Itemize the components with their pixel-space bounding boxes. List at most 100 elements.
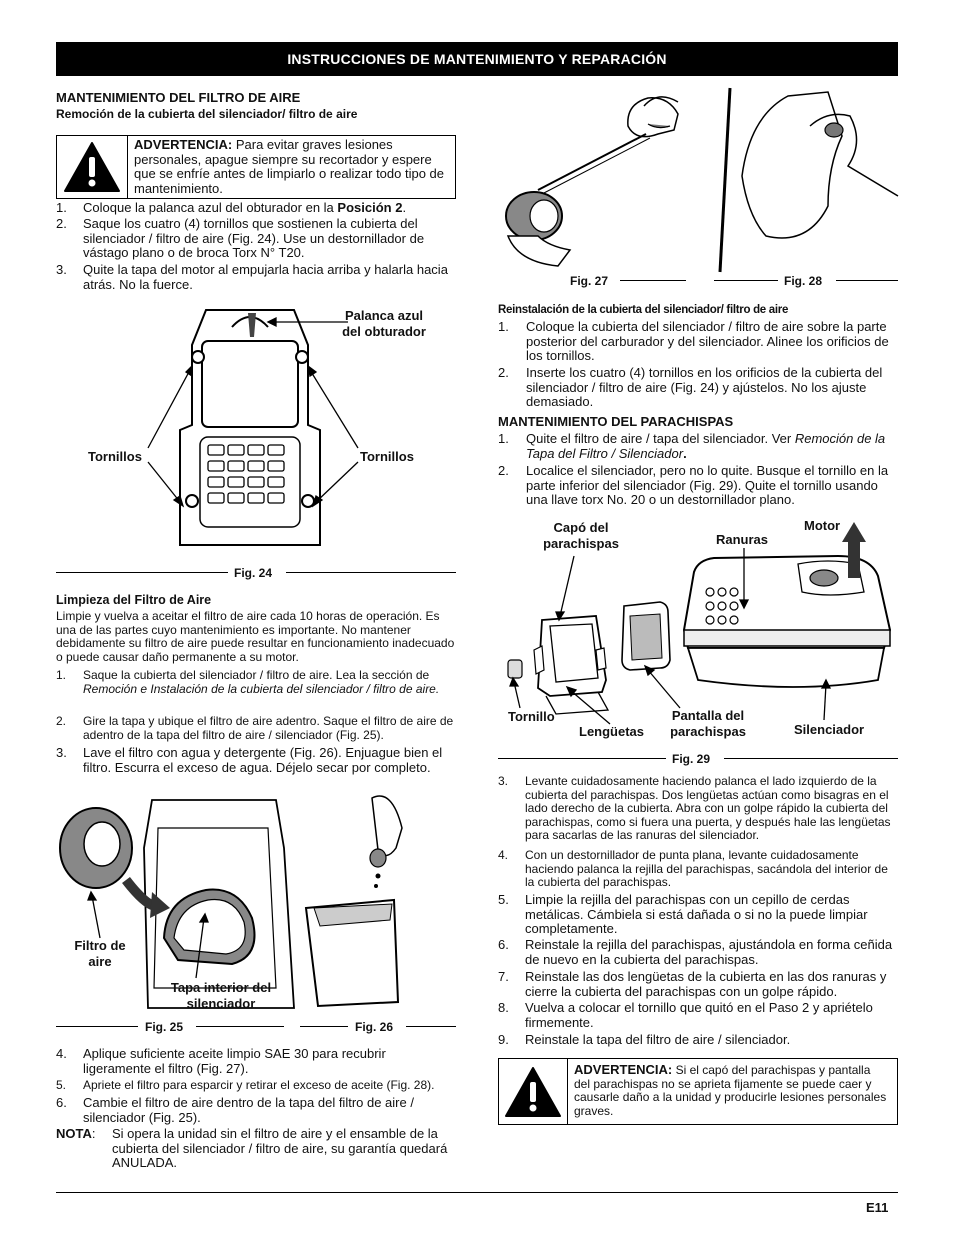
list-text: Reinstale la tapa del filtro de aire / s… [525, 1032, 791, 1047]
list-text: Coloque la palanca azul del obturador en… [83, 200, 407, 215]
fig24-leader-lines [147, 316, 359, 508]
page-header: INSTRUCCIONES DE MANTENIMIENTO Y REPARAC… [56, 42, 898, 76]
caption-rule [406, 1026, 456, 1027]
list-item: 2. Inserte los cuatro (4) tornillos en l… [498, 365, 898, 410]
list-item: 3. Levante cuidadosamente haciendo palan… [498, 774, 898, 843]
fig25-caption: Fig. 25 [145, 1020, 184, 1034]
list-text: Con un destornillador de punta plana, le… [525, 848, 888, 889]
caption-rule [620, 280, 686, 281]
note-text: Si opera la unidad sin el filtro de aire… [112, 1126, 448, 1170]
list-item: 7. Reinstale las dos lengüetas de la cub… [498, 969, 898, 999]
fig24-label-screws-right: Tornillos [360, 449, 414, 464]
warning-icon [57, 136, 128, 198]
caption-rule [836, 280, 898, 281]
fig27-28-illustration [505, 87, 899, 273]
list-number: 8. [498, 1000, 509, 1015]
list-item: 4. Aplique suficiente aceite limpio SAE … [56, 1046, 456, 1076]
fig24-label-screws-left: Tornillos [88, 449, 142, 464]
list-number: 1. [56, 668, 67, 682]
list-text: Lave el filtro con agua y detergente (Fi… [83, 745, 443, 775]
list-item: 1. Saque la cubierta del silenciador / f… [56, 668, 456, 696]
subsection-title-removal: Remoción de la cubierta del silenciador/… [56, 107, 358, 121]
list-text: Coloque la cubierta del silenciador / fi… [526, 319, 889, 363]
list-number: 3. [56, 262, 67, 277]
list-item: 1. Coloque la palanca azul del obturador… [56, 200, 456, 216]
fig29-label-screen: Pantalla del parachispas [670, 708, 746, 739]
caption-rule [196, 1026, 284, 1027]
list-text: Cambie el filtro de aire dentro de la ta… [83, 1095, 414, 1125]
list-text: Quite el filtro de aire / tapa del silen… [526, 431, 886, 461]
reinstall-title: Reinstalación de la cubierta del silenci… [498, 304, 789, 316]
note-label: NOTA: [56, 1126, 96, 1141]
cleaning-intro: Limpie y vuelva a aceitar el filtro de a… [56, 609, 455, 664]
list-number: 3. [56, 745, 67, 760]
warning-body: Para evitar graves lesiones personales, … [134, 137, 445, 196]
list-text: Vuelva a colocar el tornillo que quitó e… [525, 1000, 873, 1030]
fig24-caption: Fig. 24 [234, 566, 273, 580]
list-item: 2. Saque los cuatro (4) tornillos que so… [56, 216, 456, 261]
list-item: 2. Gire la tapa y ubique el filtro de ai… [56, 714, 456, 742]
fig29-label-motor: Motor [804, 518, 841, 533]
list-item: 6. Reinstale la rejilla del parachispas,… [498, 937, 898, 967]
fig26-caption: Fig. 26 [355, 1020, 394, 1034]
list-number: 2. [498, 365, 509, 380]
list-text: Reinstale las dos lengüetas de la cubier… [525, 969, 887, 999]
warning-body: Si el capó del parachispas y pantalla de… [574, 1063, 887, 1118]
caption-rule [286, 572, 456, 573]
list-item: 1. Coloque la cubierta del silenciador /… [498, 319, 898, 364]
warning-text-2: ADVERTENCIA: Si el capó del parachispas … [568, 1059, 894, 1124]
caption-rule [56, 1026, 138, 1027]
fig27-caption: Fig. 27 [570, 274, 609, 288]
list-text: Saque los cuatro (4) tornillos que sosti… [83, 216, 425, 260]
caption-rule [300, 1026, 348, 1027]
list-number: 2. [498, 463, 509, 478]
fig24-label-lever: Palanca azul del obturador [342, 308, 426, 339]
list-number: 2. [56, 714, 67, 728]
list-number: 1. [498, 319, 509, 334]
fig29-caption: Fig. 29 [672, 752, 711, 766]
list-text: Reinstale la rejilla del parachispas, aj… [525, 937, 893, 967]
fig25-label-filter: Filtro de aire [74, 938, 126, 969]
list-number: 6. [56, 1095, 67, 1110]
fig29-leader-lines [509, 548, 832, 725]
warning-label: ADVERTENCIA: [574, 1062, 673, 1077]
warning-box-1: ADVERTENCIA: Para evitar graves lesiones… [56, 135, 456, 199]
list-text: Inserte los cuatro (4) tornillos en los … [526, 365, 883, 409]
warning-label: ADVERTENCIA: [134, 137, 233, 152]
list-item: 5. Apriete el filtro para esparcir y ret… [56, 1078, 456, 1093]
list-number: 9. [498, 1032, 509, 1047]
list-number: 4. [498, 848, 509, 862]
section-title-air-filter: MANTENIMIENTO DEL FILTRO DE AIRE [56, 90, 301, 105]
fig29-label-muffler: Silenciador [794, 722, 865, 737]
list-text: Localice el silenciador, pero no lo quit… [526, 463, 889, 507]
fig25-label-cover: Tapa interior del silenciador [170, 980, 272, 1011]
caption-rule [56, 572, 228, 573]
fig29-label-cap: Capó del parachispas [543, 520, 619, 551]
fig29-illustration [507, 522, 892, 715]
list-number: 5. [56, 1078, 67, 1092]
list-text: Levante cuidadosamente haciendo palanca … [525, 774, 891, 842]
list-text: Gire la tapa y ubique el filtro de aire … [83, 714, 454, 742]
note: NOTA: Si opera la unidad sin el filtro d… [56, 1126, 456, 1171]
list-item: 1. Quite el filtro de aire / tapa del si… [498, 431, 898, 461]
spark-arrestor-title: MANTENIMIENTO DEL PARACHISPAS [498, 414, 734, 429]
warning-text-1: ADVERTENCIA: Para evitar graves lesiones… [128, 136, 452, 198]
list-item: 6. Cambie el filtro de aire dentro de la… [56, 1095, 456, 1125]
list-item: 9. Reinstale la tapa del filtro de aire … [498, 1032, 898, 1048]
warning-icon [499, 1059, 568, 1124]
list-text: Aplique suficiente aceite limpio SAE 30 … [83, 1046, 386, 1076]
fig29-label-screw: Tornillo [508, 709, 555, 724]
fig25-26-illustration [59, 795, 403, 1009]
list-number: 5. [498, 892, 509, 907]
footer-rule [56, 1192, 898, 1193]
warning-box-2: ADVERTENCIA: Si el capó del parachispas … [498, 1058, 898, 1125]
caption-rule [724, 758, 898, 759]
list-text: Saque la cubierta del silenciador / filt… [83, 668, 440, 696]
list-number: 1. [498, 431, 509, 446]
list-item: 8. Vuelva a colocar el tornillo que quit… [498, 1000, 898, 1030]
list-item: 5. Limpie la rejilla del parachispas con… [498, 892, 898, 937]
list-text: Apriete el filtro para esparcir y retira… [83, 1078, 435, 1092]
fig28-caption: Fig. 28 [784, 274, 823, 288]
list-number: 7. [498, 969, 509, 984]
caption-rule [714, 280, 778, 281]
